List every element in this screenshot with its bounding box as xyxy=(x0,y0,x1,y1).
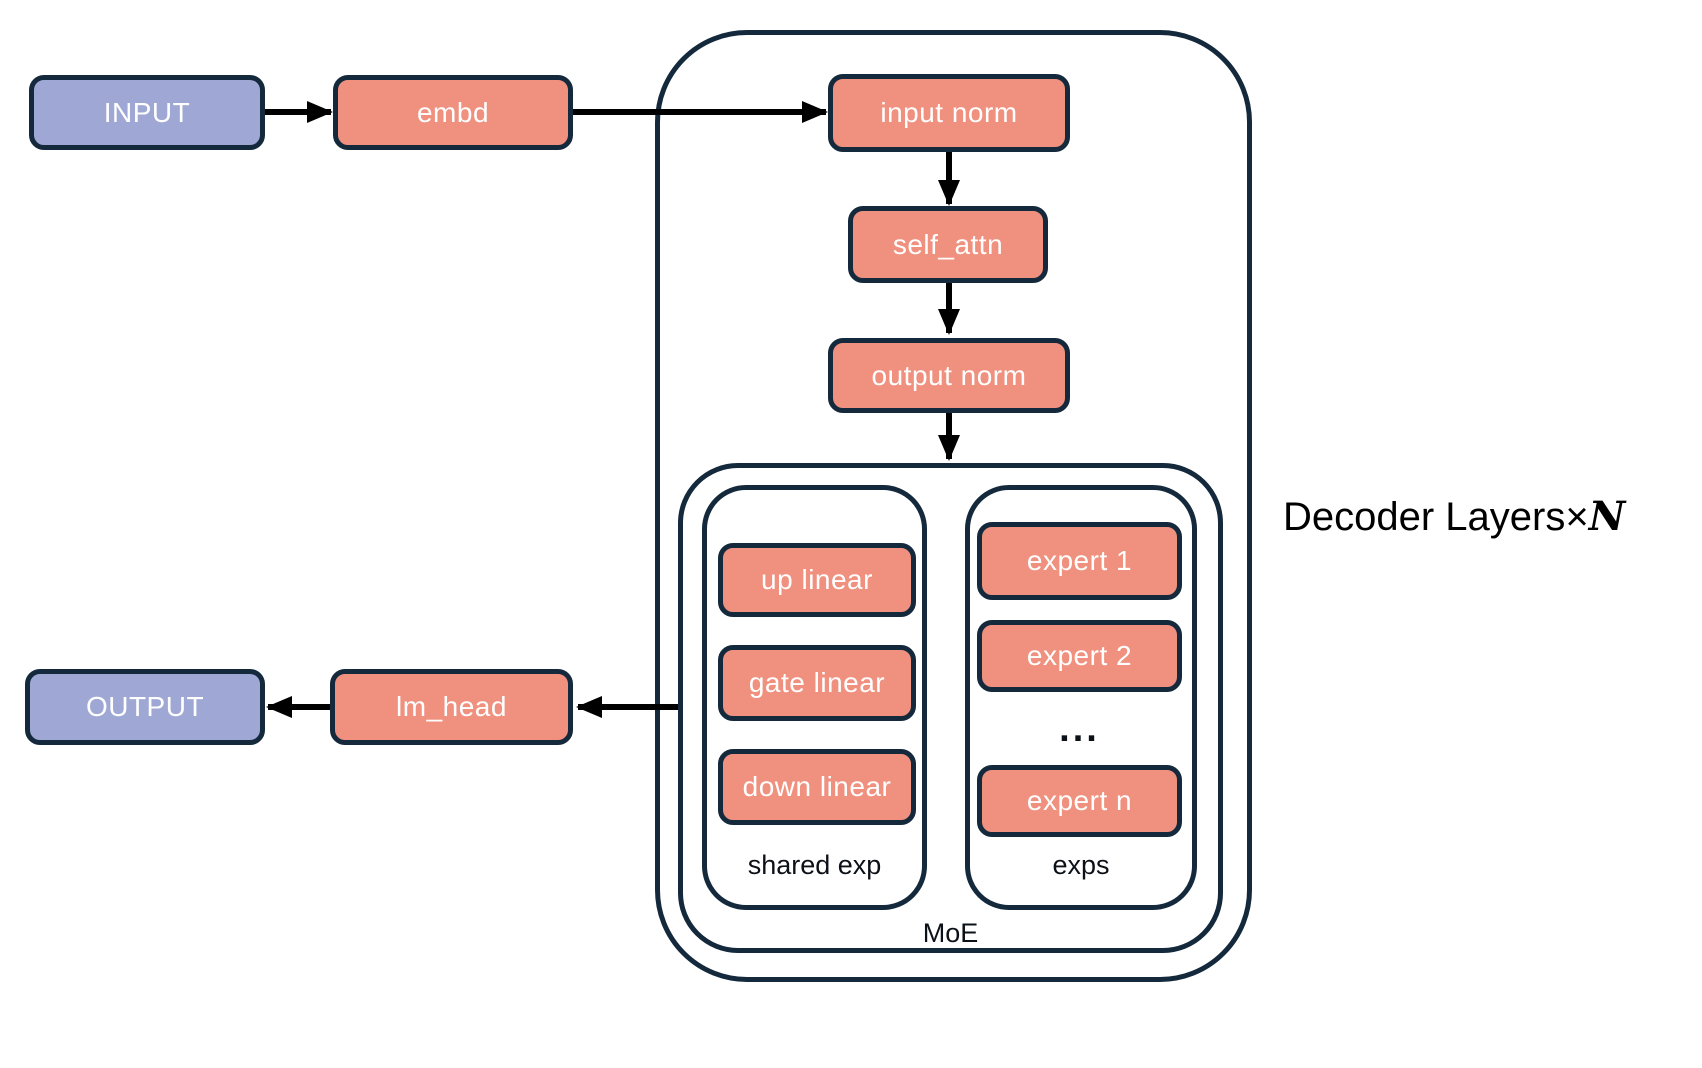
input-node: INPUT xyxy=(29,75,265,150)
gate-linear-node: gate linear xyxy=(718,645,916,721)
shared-expert-container xyxy=(702,485,927,910)
expert-1-node-label: expert 1 xyxy=(1026,545,1133,576)
up-linear-node: up linear xyxy=(718,543,916,617)
shared-expert-group-label: shared exp xyxy=(747,850,882,880)
up-linear-node-label: up linear xyxy=(761,564,873,595)
self-attn-node: self_attn xyxy=(848,206,1048,283)
repeat-count-n: N xyxy=(1588,493,1626,540)
self-attn-node-label: self_attn xyxy=(892,228,1004,260)
expert-1-node: expert 1 xyxy=(977,522,1182,600)
times-symbol: × xyxy=(1565,495,1589,539)
lm-head-node-label: lm_head xyxy=(396,691,507,722)
experts-group-label: exps xyxy=(1052,850,1110,880)
moe-container xyxy=(678,463,1223,953)
down-linear-node: down linear xyxy=(718,749,916,825)
output-node: OUTPUT xyxy=(25,669,265,745)
expert-2-node-label: expert 2 xyxy=(1026,640,1133,671)
decoder-layers-container xyxy=(655,30,1252,982)
decoder-layers-title-text: Decoder Layers xyxy=(1283,495,1566,539)
output-node-label: OUTPUT xyxy=(85,691,205,722)
gate-linear-node-label: gate linear xyxy=(748,667,886,698)
expert-n-node: expert n xyxy=(977,765,1182,837)
input-norm-node-label: input norm xyxy=(880,97,1018,128)
embd-node: embd xyxy=(333,75,573,150)
expert-n-node-label: expert n xyxy=(1026,785,1133,816)
decoder-layers-title: Decoder Layers×N xyxy=(1283,493,1625,540)
experts-container xyxy=(965,485,1197,910)
lm-head-node: lm_head xyxy=(330,669,573,745)
embd-node-label: embd xyxy=(416,96,490,128)
output-norm-node-label: output norm xyxy=(871,359,1027,391)
down-linear-node-label: down linear xyxy=(742,771,892,802)
moe-group-label: MoE xyxy=(922,918,979,948)
output-norm-node: output norm xyxy=(828,338,1070,413)
input-norm-node: input norm xyxy=(828,74,1070,152)
experts-ellipsis: ... xyxy=(1059,708,1100,750)
input-node-label: INPUT xyxy=(103,96,191,128)
expert-2-node: expert 2 xyxy=(977,620,1182,692)
